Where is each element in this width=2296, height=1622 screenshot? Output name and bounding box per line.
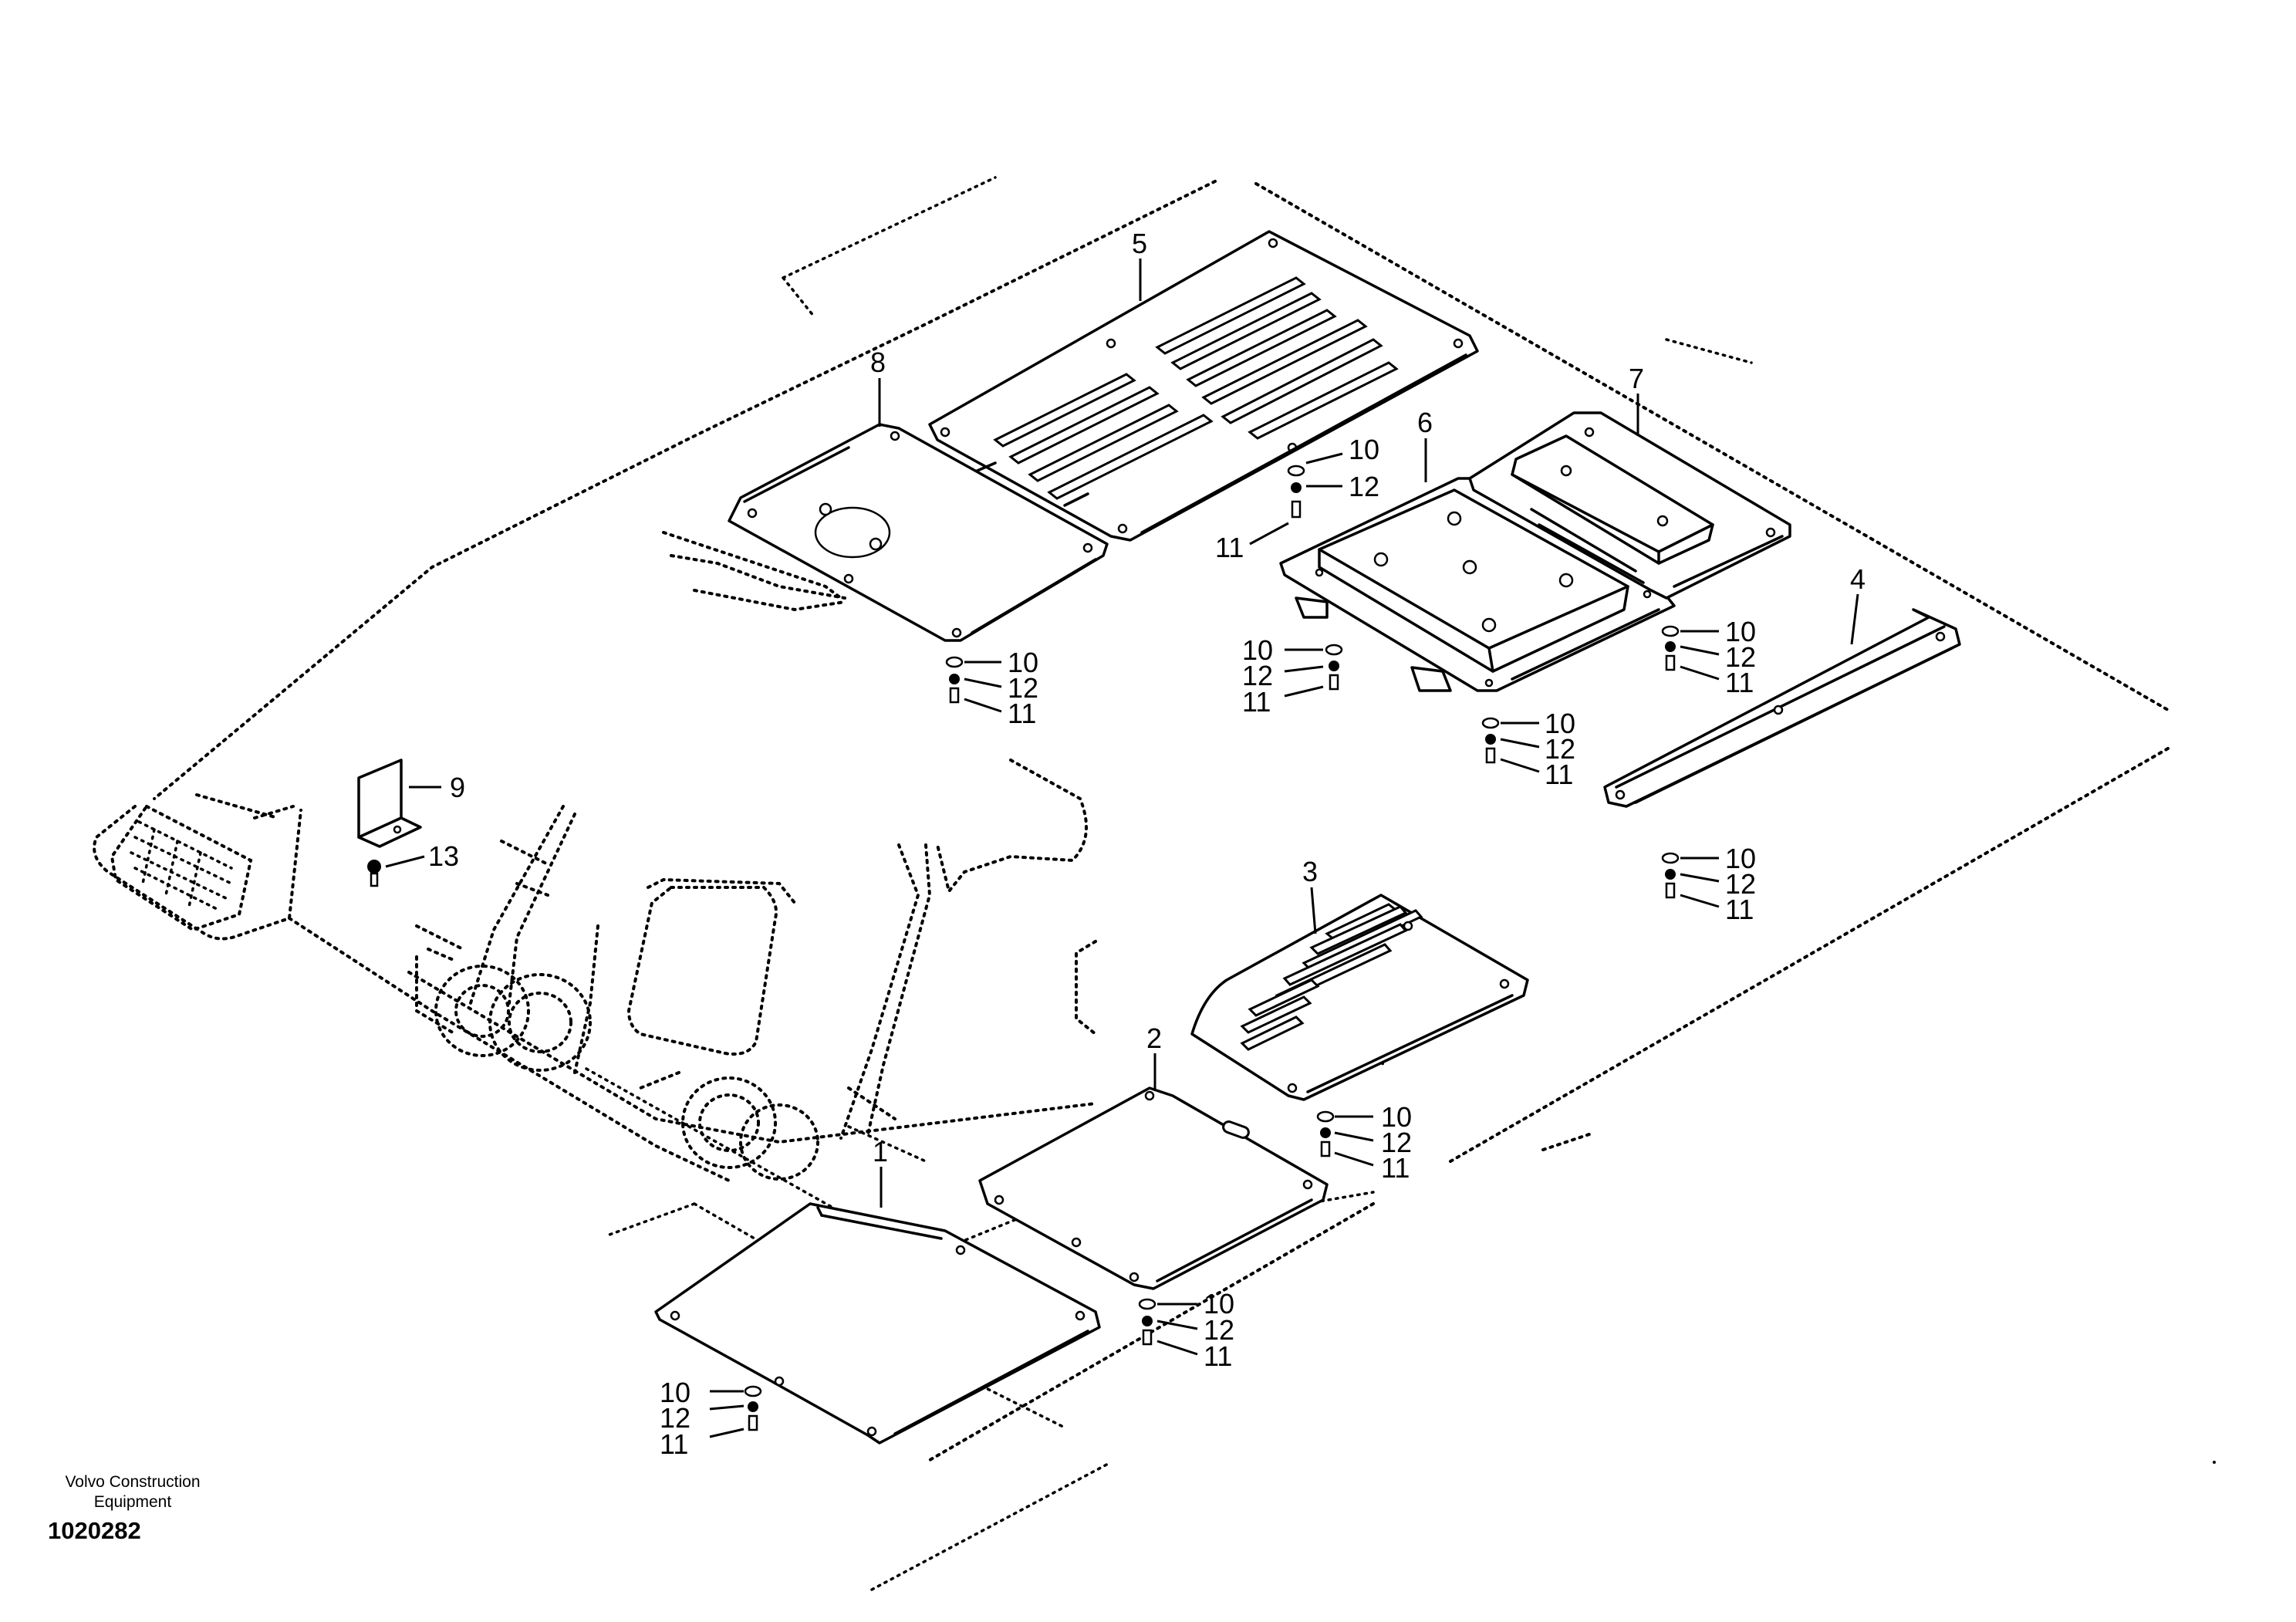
callout-part-2: 2 bbox=[1146, 1022, 1162, 1054]
fastener-screw-13 bbox=[367, 855, 425, 887]
fastener-stack-part-5 bbox=[1249, 452, 1343, 546]
fastener-set bbox=[367, 452, 1720, 1438]
callout-bolt-11: 11 bbox=[1725, 667, 1754, 698]
callout-part-6: 6 bbox=[1417, 407, 1433, 438]
part-6-box-cover bbox=[1279, 477, 1676, 692]
callout-spring-washer-12: 12 bbox=[1725, 641, 1756, 673]
part-3-louvers bbox=[1240, 903, 1423, 1051]
brand-line-2: Equipment bbox=[93, 1493, 172, 1511]
part-4-strip-cover bbox=[1603, 608, 1961, 808]
callout-part-7: 7 bbox=[1629, 363, 1644, 394]
callout-spring-washer-12: 12 bbox=[1242, 660, 1273, 691]
callout-washer-10: 10 bbox=[1725, 843, 1756, 874]
callout-washer-10: 10 bbox=[1349, 434, 1379, 465]
brand-line-1: Volvo Construction bbox=[65, 1473, 201, 1491]
fastener-stack-part-3 bbox=[1316, 1110, 1374, 1167]
stray-dot bbox=[2213, 1461, 2216, 1464]
callout-washer-10: 10 bbox=[660, 1377, 690, 1408]
fastener-stack-part-4 bbox=[1661, 852, 1720, 908]
callout-spring-washer-12: 12 bbox=[1204, 1314, 1234, 1346]
drawing-number: 1020282 bbox=[48, 1517, 141, 1544]
part-2-cover-plate bbox=[978, 1086, 1329, 1290]
callout-part-3: 3 bbox=[1302, 856, 1318, 887]
callout-spring-washer-12: 12 bbox=[1008, 672, 1038, 704]
callout-labels: 1 2 3 4 5 6 7 8 9 13 10 12 11 10 12 11 1… bbox=[428, 228, 1866, 1460]
callout-part-1: 1 bbox=[873, 1136, 888, 1168]
part-8-cover-with-port bbox=[728, 423, 1109, 642]
callout-part-5: 5 bbox=[1132, 228, 1147, 259]
callout-washer-10: 10 bbox=[1545, 708, 1575, 739]
callout-bolt-11: 11 bbox=[660, 1428, 688, 1460]
callout-bolt-11: 11 bbox=[1204, 1340, 1232, 1372]
callout-spring-washer-12: 12 bbox=[1725, 868, 1756, 900]
callout-part-4: 4 bbox=[1850, 563, 1866, 595]
callout-screw-13: 13 bbox=[428, 840, 459, 872]
fastener-stack-part-8 bbox=[945, 656, 1002, 713]
callout-washer-10: 10 bbox=[1725, 616, 1756, 647]
callout-washer-10: 10 bbox=[1242, 634, 1273, 666]
callout-bolt-11: 11 bbox=[1381, 1152, 1410, 1184]
callout-spring-washer-12: 12 bbox=[1349, 471, 1379, 502]
fastener-stack-part-6-left bbox=[1284, 644, 1343, 698]
part-5-louvered-panel bbox=[928, 230, 1479, 542]
fastener-stack-part-1 bbox=[709, 1385, 762, 1438]
callout-spring-washer-12: 12 bbox=[1545, 733, 1575, 765]
callout-bolt-11: 11 bbox=[1725, 894, 1754, 925]
callout-part-8: 8 bbox=[870, 346, 886, 378]
part-1-cover-plate bbox=[654, 1202, 1101, 1445]
callout-bolt-11: 11 bbox=[1242, 686, 1271, 718]
callout-washer-10: 10 bbox=[1204, 1288, 1234, 1320]
callout-bolt-11: 11 bbox=[1215, 532, 1244, 563]
callout-washer-10: 10 bbox=[1381, 1101, 1412, 1133]
part-9-bracket bbox=[357, 759, 422, 848]
part-7-cover-with-block bbox=[1468, 411, 1791, 600]
callout-part-9: 9 bbox=[450, 772, 465, 803]
fastener-stack-part-6-right bbox=[1481, 717, 1540, 773]
callout-washer-10: 10 bbox=[1008, 647, 1038, 678]
part-3-louvered-cover bbox=[1190, 894, 1529, 1101]
callout-spring-washer-12: 12 bbox=[1381, 1127, 1412, 1158]
fastener-stack-part-7 bbox=[1661, 625, 1720, 681]
callout-bolt-11: 11 bbox=[1008, 698, 1036, 729]
callout-bolt-11: 11 bbox=[1545, 759, 1573, 790]
fastener-stack-part-2 bbox=[1138, 1298, 1198, 1356]
part-leader-lines bbox=[409, 259, 1859, 1208]
brand-label: Volvo Construction Equipment bbox=[48, 1472, 218, 1512]
callout-spring-washer-12: 12 bbox=[660, 1402, 690, 1434]
part-5-louvers bbox=[993, 276, 1399, 500]
